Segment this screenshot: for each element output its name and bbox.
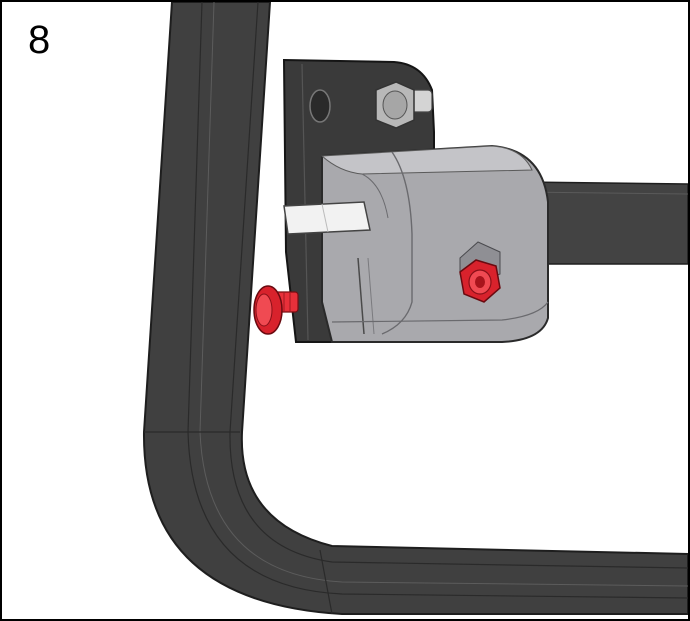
hex-nut-icon [459, 259, 501, 303]
bolt-icon [253, 285, 299, 335]
frame-tube [142, 2, 688, 615]
mounting-hole [309, 89, 331, 123]
spacer-strip [283, 201, 371, 235]
top-nut [375, 81, 433, 129]
step-number: 8 [28, 18, 51, 62]
clamp-block [320, 144, 549, 343]
